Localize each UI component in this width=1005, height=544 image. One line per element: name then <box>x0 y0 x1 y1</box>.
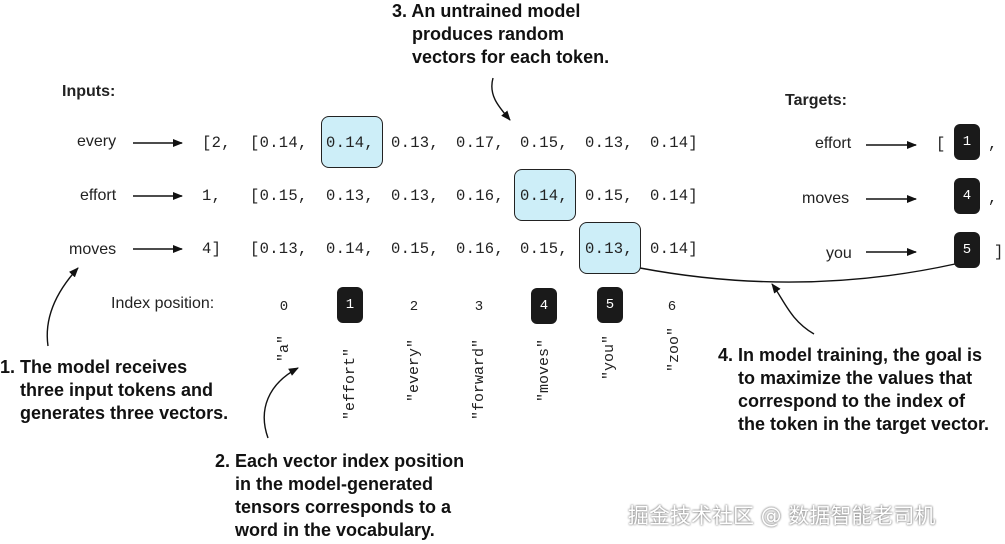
target-token-3: you <box>826 245 852 262</box>
note4-arrow <box>771 283 815 335</box>
token-id-1: [2, <box>202 134 231 152</box>
vocab-word: "you" <box>601 334 618 380</box>
highlight-row2-index4 <box>514 169 576 221</box>
vocab-word: "moves" <box>536 338 553 402</box>
target-open-bracket: [ <box>936 135 946 153</box>
target-sep-1: , <box>988 135 998 153</box>
note-3: 3. An untrained model produces random ve… <box>392 1 610 67</box>
note-2: 2. Each vector index position in the mod… <box>215 451 465 540</box>
target-sep-2: , <box>988 189 998 207</box>
vector-value: 0.14] <box>650 240 699 258</box>
vector-value: 0.17, <box>456 134 505 152</box>
vector-value: [0.15, <box>250 187 308 205</box>
vector-value: [0.13, <box>250 240 308 258</box>
inputs-label: Inputs: <box>62 83 116 100</box>
vector-value: 0.13, <box>585 240 634 258</box>
vector-value: 0.15, <box>585 187 634 205</box>
vector-value: 0.14] <box>650 134 699 152</box>
vector-value: 0.14] <box>650 187 699 205</box>
input-token-3: moves <box>69 241 117 258</box>
highlight-row1-index1 <box>321 116 383 168</box>
vector-value: 0.16, <box>456 240 505 258</box>
input-token-2: effort <box>80 187 117 204</box>
vector-value: 0.15, <box>391 240 440 258</box>
target-id-badge-2: 4 <box>954 178 980 214</box>
vector-row-1: [0.14, 0.14, 0.13, 0.17, 0.15, 0.13, 0.1… <box>0 134 1005 154</box>
vocab-word: "effort" <box>342 347 359 420</box>
index-number-highlighted: 1 <box>337 287 363 323</box>
input-token-1: every <box>77 133 117 150</box>
note1-arrow <box>46 267 79 347</box>
vocab-word: "a" <box>276 334 293 362</box>
target-connection-line <box>639 263 956 283</box>
vector-value: 0.15, <box>520 240 569 258</box>
vector-row-2: [0.15, 0.13, 0.13, 0.16, 0.14, 0.15, 0.1… <box>0 187 1005 207</box>
vector-value: 0.13, <box>585 134 634 152</box>
target-id-badge-1: 1 <box>954 124 980 160</box>
vector-value: 0.14, <box>326 134 375 152</box>
token-id-3: 4] <box>202 240 222 258</box>
vector-value: 0.13, <box>391 187 440 205</box>
target-token-1: effort <box>815 135 852 152</box>
note2-arrow <box>263 367 299 439</box>
vector-value: 0.13, <box>326 187 375 205</box>
target-id-badge-3: 5 <box>954 232 980 268</box>
vocab-word: "every" <box>406 338 423 402</box>
target-token-2: moves <box>802 190 850 207</box>
vector-value: 0.14, <box>326 240 375 258</box>
vector-value: 0.16, <box>456 187 505 205</box>
vocab-word: "zoo" <box>666 326 683 372</box>
token-id-2: 1, <box>202 187 222 205</box>
index-number: 6 <box>667 299 677 315</box>
targets-label: Targets: <box>785 92 847 109</box>
vector-value: 0.13, <box>391 134 440 152</box>
index-position-label: Index position: <box>111 295 215 312</box>
vector-value: 0.15, <box>520 134 569 152</box>
vocab-word: "forward" <box>471 338 488 420</box>
vector-value: [0.14, <box>250 134 308 152</box>
note3-arrow <box>491 77 511 121</box>
watermark-text: 掘金技术社区 @ 数据智能老司机 <box>628 504 936 528</box>
note-1: 1. The model receives three input tokens… <box>0 357 229 423</box>
index-number: 3 <box>474 299 484 315</box>
index-number: 2 <box>409 299 419 315</box>
note-4: 4. In model training, the goal is to max… <box>718 345 990 434</box>
vector-row-3: [0.13, 0.14, 0.15, 0.16, 0.15, 0.13, 0.1… <box>0 240 1005 260</box>
highlight-row3-index5 <box>579 222 641 274</box>
index-number: 0 <box>279 299 289 315</box>
target-close-bracket: ] <box>994 243 1004 261</box>
vector-value: 0.14, <box>520 187 569 205</box>
index-number-highlighted: 4 <box>531 288 557 324</box>
index-number-highlighted: 5 <box>597 287 623 323</box>
